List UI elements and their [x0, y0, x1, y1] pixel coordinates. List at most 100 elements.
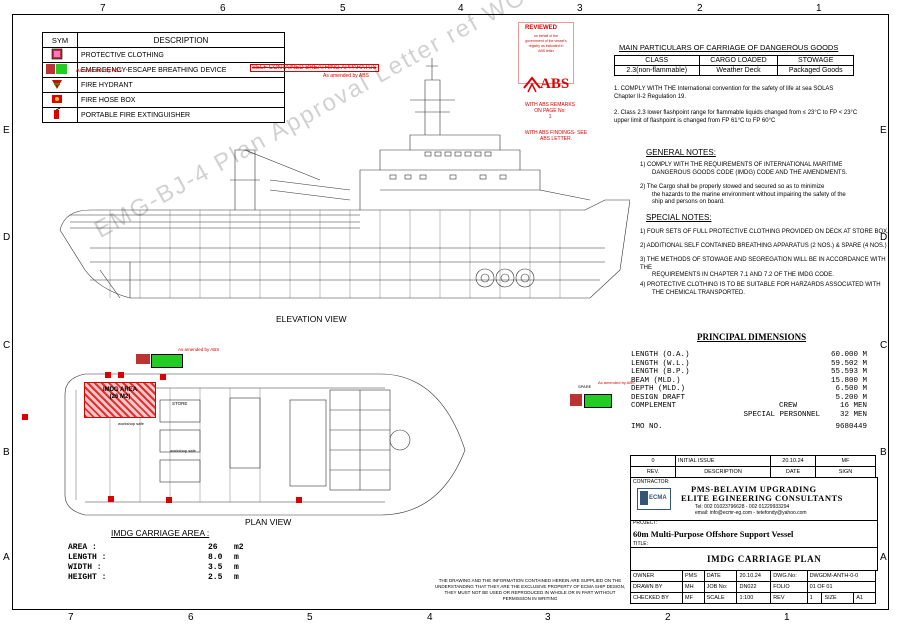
drawing-frame: [12, 14, 889, 610]
plan-workshop: [159, 459, 201, 483]
general-note-line: DANGEROUS GOODS CODE (IMDG) CODE AND THE…: [652, 169, 848, 176]
abs-remarks-line: WITH ABS REMARKS: [524, 102, 575, 108]
general-note-2: 2) The Cargo shall be properly stowed an…: [640, 184, 846, 207]
mast-top: [426, 58, 438, 80]
dg-header-stowage: STOWAGE: [777, 55, 854, 66]
plan-workshop: [159, 429, 201, 453]
plan-workshop: [159, 399, 201, 423]
imdg-area-unit: m: [234, 573, 239, 582]
special-note-4: 4) PROTECTIVE CLOTHING IS TO BE SUITABLE…: [640, 282, 881, 297]
imdg-area-unit: m: [234, 553, 239, 562]
spare-breathing-marker-icon: [584, 394, 612, 408]
ecma-logo-mark: [640, 491, 648, 505]
protective-clothing-marker-icon: [136, 354, 150, 364]
title-info-table: OWNER PMS DATE 20.10.24 DWG.No: DWGDM-AN…: [630, 570, 877, 604]
info-label: SIZE: [821, 592, 855, 604]
imdg-area-value: 26: [208, 543, 218, 552]
dg-cargo-value: Weather Deck: [698, 65, 779, 76]
special-note-2: 2) ADDITIONAL SELF CONTAINED BREATHING A…: [640, 243, 887, 251]
complement-label: COMPLEMENT: [631, 402, 677, 410]
abs-remarks: WITH ABS REMARKS ON PAGE No: 1: [524, 102, 576, 120]
info-label: REV: [770, 592, 808, 604]
abs-stamp: REVIEWED on behalf of the government of …: [518, 22, 574, 84]
row-label: D: [3, 232, 11, 243]
abs-reviewed-line: government of the vessel's: [525, 39, 567, 43]
special-note-line: 3) THE METHODS OF STOWAGE AND SEGREGATIO…: [640, 257, 886, 271]
imdg-area-box: IMDG AREA (26 M2): [84, 382, 156, 418]
drawing-title: IMDG CARRIAGE PLAN: [707, 554, 822, 564]
fire-hydrant-marker-icon: [22, 414, 28, 420]
row-label: C: [880, 340, 888, 351]
plan-store-box: [229, 397, 261, 469]
dimension-value: 15.800 M: [830, 376, 867, 385]
contractor-line1: PMS-BELAYIM UPGRADING: [691, 484, 817, 494]
contractor-line3: Tel: 002 01023796628 - 002 01229933294: [695, 504, 790, 510]
imdg-area-unit: m2: [234, 543, 244, 552]
imdg-area-label-line: (26 M2): [109, 394, 131, 400]
imdg-area-label: WIDTH :: [68, 563, 102, 572]
special-notes-title: SPECIAL NOTES:: [646, 213, 712, 222]
engine-room: [475, 268, 535, 288]
row-label: B: [3, 447, 10, 458]
abs-findings-line: WITH ABS FINDINGS- SEE: [524, 130, 588, 136]
rev-sign: MF: [815, 455, 876, 467]
row-label: E: [3, 125, 10, 136]
col-label: 5: [307, 612, 313, 623]
info-value: 1: [806, 592, 823, 604]
dangerous-goods-title: MAIN PARTICULARS OF CARRIAGE OF DANGEROU…: [619, 43, 839, 52]
spare-label: SPARE: [578, 384, 592, 389]
ecma-logo-text: ECMA: [649, 495, 667, 501]
col-label: 2: [665, 612, 671, 623]
dg-note-line: upper limit of flashpoint is changed fro…: [614, 117, 776, 124]
general-note-1: 1) COMPLY WITH THE REQUIREMENTS OF INTER…: [640, 162, 847, 177]
fire-extinguisher-marker-icon: [105, 372, 111, 378]
fire-hydrant-marker-icon: [160, 374, 166, 380]
legend-item-label: PORTABLE FIRE EXTINGUISHER: [77, 107, 285, 123]
fire-hydrant-marker-icon: [296, 497, 302, 503]
abs-logo-text: ABS: [540, 76, 570, 92]
plan-bow-feature: [389, 429, 411, 451]
rev-number: 0: [630, 455, 676, 467]
info-label: SCALE: [703, 592, 738, 604]
abs-reviewed-line: ABS letter: [538, 49, 554, 53]
rev-description: INITIAL ISSUE: [675, 455, 771, 467]
info-value: A1: [853, 592, 876, 604]
abs-logo-icon: [523, 76, 541, 93]
col-label: 4: [458, 3, 464, 14]
amended-note-left: As amended by ABS: [76, 68, 122, 74]
contractor-line2: ELITE EGINEERING CONSULTANTS: [681, 493, 843, 503]
imdg-area-label: LENGTH :: [68, 553, 107, 562]
dg-header-cargo: CARGO LOADED: [698, 55, 779, 66]
rev-header: DATE: [770, 466, 816, 478]
imdg-area-value: 3.5: [208, 563, 223, 572]
info-label: DRAWN BY: [630, 581, 683, 593]
row-label: D: [880, 232, 888, 243]
ecma-logo: ECMA: [637, 488, 671, 510]
special-value: 32 MEN: [839, 410, 867, 419]
plan-hull-outline: [64, 373, 466, 516]
info-value: 01 OF 01: [806, 581, 877, 593]
col-label: 6: [188, 612, 194, 623]
crew-label: CREW: [778, 402, 797, 410]
dg-note-2: 2. Class 2.3 lower flashpoint range for …: [614, 110, 857, 125]
rev-header: SIGN: [815, 466, 876, 478]
imo-label: IMO NO.: [631, 423, 663, 431]
dg-note-line: 2. Class 2.3 lower flashpoint range for …: [614, 110, 858, 116]
hull-outline: [59, 199, 630, 299]
special-note-line: THE CHEMICAL TRANSPORTED.: [652, 289, 745, 296]
project-block: PROJECT: 60m Multi-Purpose Offshore Supp…: [630, 519, 878, 548]
info-value: 20.10.24: [736, 570, 772, 582]
imdg-area-label: IMDG AREA (26 M2): [85, 387, 155, 401]
struck-label: SELF CONTAINED BREATHING APPARATUS: [250, 64, 379, 72]
dimension-label: BEAM (MLD.): [631, 376, 681, 385]
stern-detail: [99, 262, 131, 299]
project-name: 60m Multi-Purpose Offshore Support Vesse…: [633, 529, 794, 539]
dimension-value: 60.000 M: [830, 351, 867, 359]
